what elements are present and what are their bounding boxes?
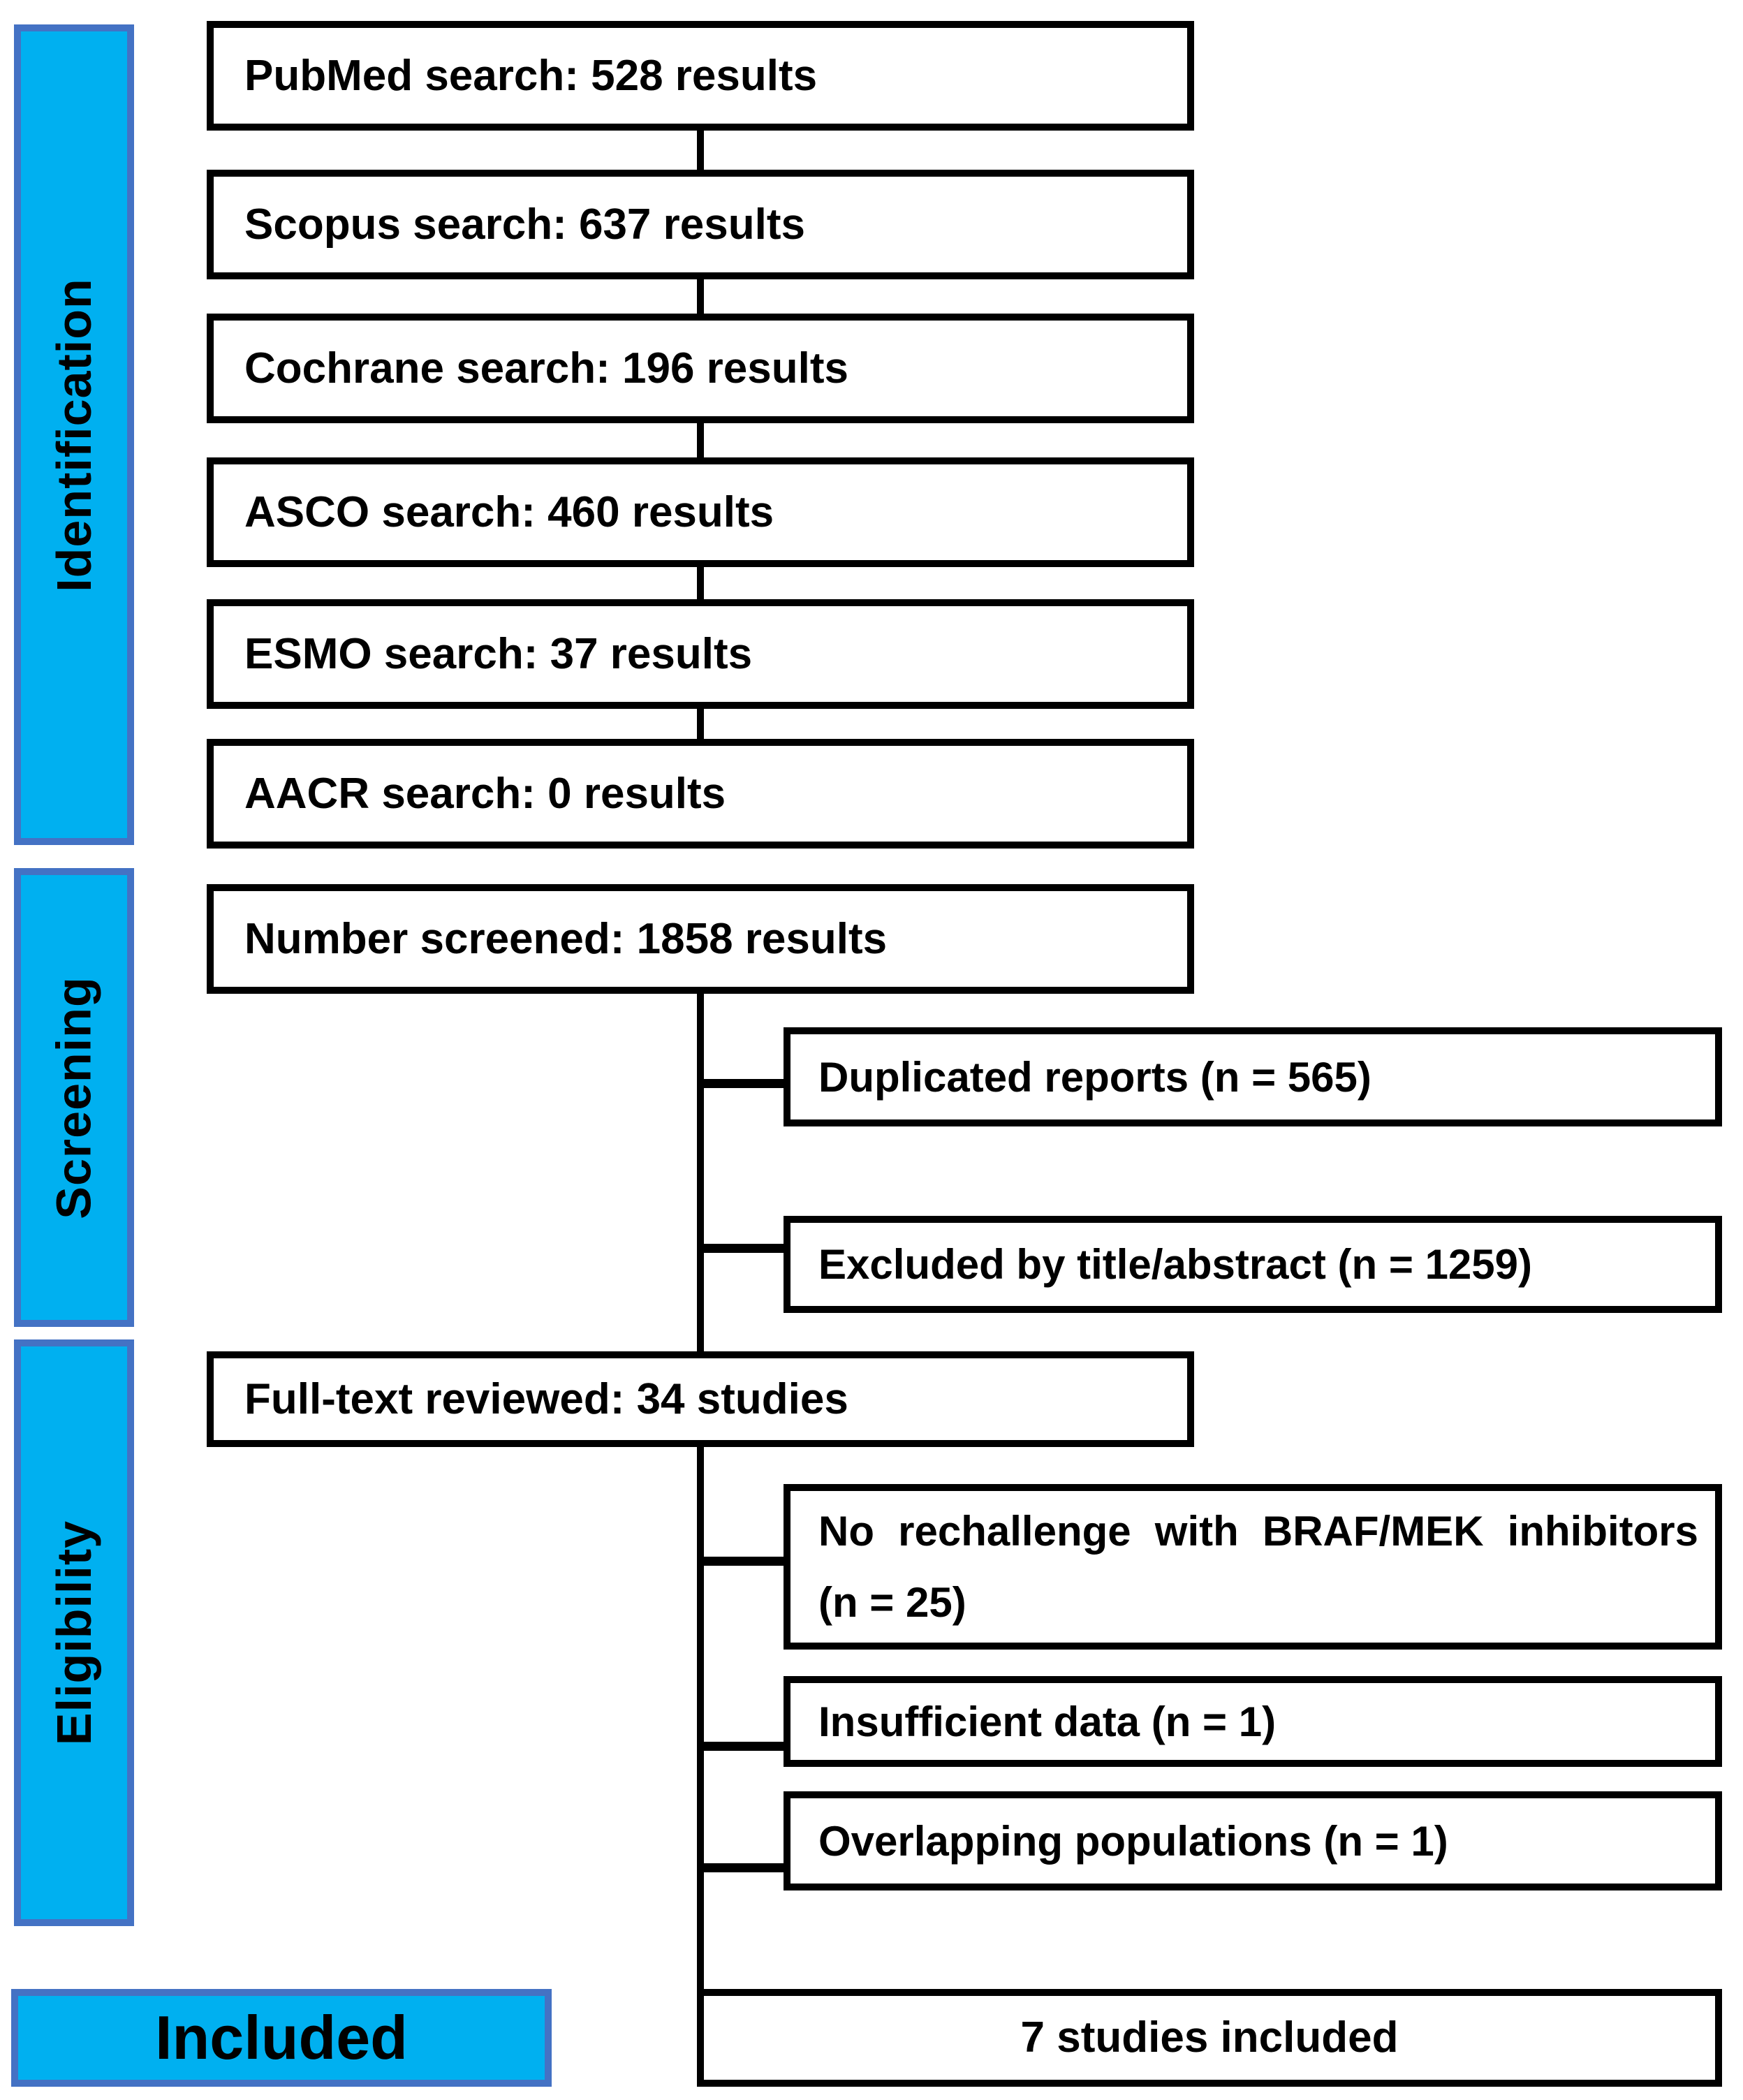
box-pubmed-search: PubMed search: 528 results (207, 21, 1194, 131)
box-scopus-search-label: Scopus search: 637 results (244, 200, 805, 249)
connector-cochrane-asco (697, 423, 704, 459)
box-overlapping-populations: Overlapping populations (n = 1) (784, 1791, 1722, 1890)
connector-fulltext-included (697, 1446, 704, 1990)
phase-identification-label: Identification (47, 277, 101, 592)
box-fulltext-reviewed-label: Full-text reviewed: 34 studies (244, 1374, 848, 1423)
box-cochrane-search: Cochrane search: 196 results (207, 314, 1194, 423)
connector-screened-fulltext (697, 994, 704, 1353)
box-insufficient-data: Insufficient data (n = 1) (784, 1676, 1722, 1767)
box-fulltext-reviewed: Full-text reviewed: 34 studies (207, 1351, 1194, 1447)
phase-included-label: Included (155, 2003, 408, 2072)
connector-pubmed-scopus (697, 131, 704, 171)
box-asco-search-label: ASCO search: 460 results (244, 487, 774, 536)
box-studies-included: 7 studies included (697, 1989, 1722, 2087)
branch-excluded-title-abstract (704, 1244, 785, 1253)
box-excluded-title-abstract: Excluded by title/abstract (n = 1259) (784, 1216, 1722, 1313)
phase-eligibility-label: Eligibility (47, 1520, 102, 1746)
box-number-screened: Number screened: 1858 results (207, 884, 1194, 994)
box-no-rechallenge: No rechallenge with BRAF/MEK inhibitors … (784, 1484, 1722, 1650)
box-aacr-search: AACR search: 0 results (207, 739, 1194, 849)
connector-asco-esmo (697, 567, 704, 601)
phase-screening: Screening (14, 868, 134, 1327)
box-duplicated-reports: Duplicated reports (n = 565) (784, 1027, 1722, 1126)
phase-identification: Identification (14, 24, 134, 845)
phase-screening-label: Screening (47, 976, 102, 1219)
box-esmo-search: ESMO search: 37 results (207, 599, 1194, 709)
branch-no-rechallenge (704, 1557, 785, 1566)
box-duplicated-reports-label: Duplicated reports (n = 565) (818, 1053, 1371, 1101)
box-insufficient-data-label: Insufficient data (n = 1) (818, 1698, 1277, 1745)
box-cochrane-search-label: Cochrane search: 196 results (244, 344, 848, 392)
box-aacr-search-label: AACR search: 0 results (244, 769, 726, 818)
box-esmo-search-label: ESMO search: 37 results (244, 629, 753, 678)
connector-scopus-cochrane (697, 279, 704, 315)
box-number-screened-label: Number screened: 1858 results (244, 914, 888, 963)
branch-overlapping-populations (704, 1863, 785, 1872)
box-scopus-search: Scopus search: 637 results (207, 170, 1194, 279)
connector-esmo-aacr (697, 709, 704, 740)
phase-included: Included (11, 1989, 552, 2087)
box-no-rechallenge-label: No rechallenge with BRAF/MEK inhibitors … (818, 1507, 1698, 1626)
branch-insufficient-data (704, 1742, 785, 1751)
box-studies-included-label: 7 studies included (1020, 2013, 1399, 2062)
box-overlapping-populations-label: Overlapping populations (n = 1) (818, 1817, 1448, 1865)
phase-eligibility: Eligibility (14, 1339, 134, 1926)
box-excluded-title-abstract-label: Excluded by title/abstract (n = 1259) (818, 1241, 1533, 1288)
box-asco-search: ASCO search: 460 results (207, 457, 1194, 567)
box-pubmed-search-label: PubMed search: 528 results (244, 51, 818, 100)
branch-duplicated-reports (704, 1079, 785, 1088)
